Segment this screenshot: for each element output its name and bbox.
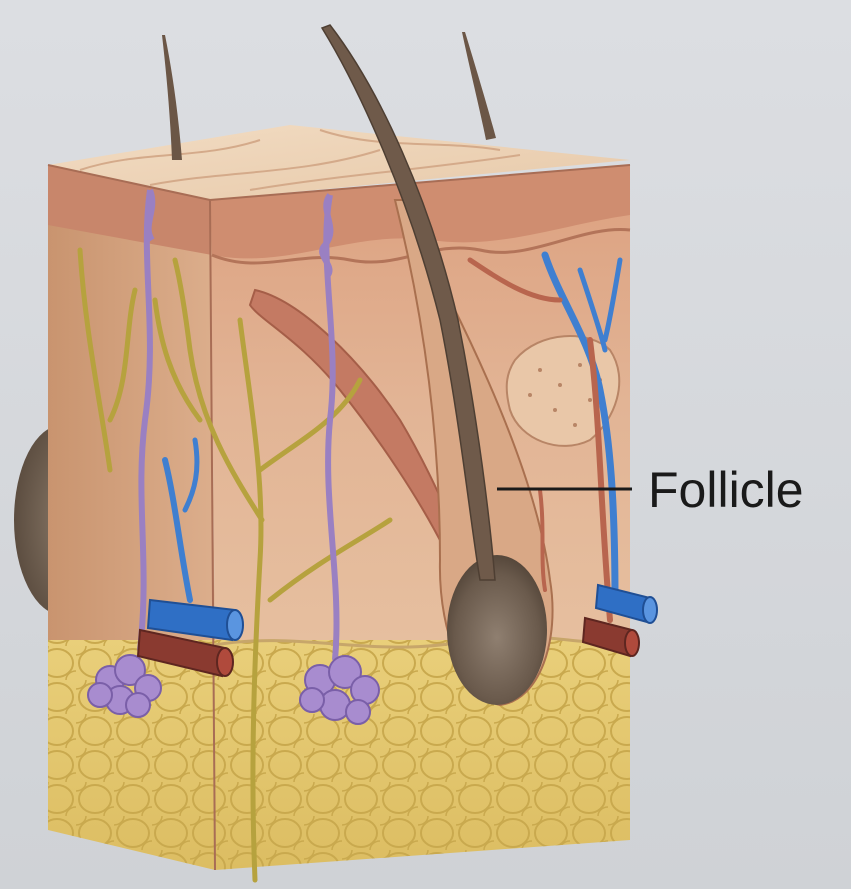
block-left-face [48, 165, 215, 870]
follicle-label: Follicle [648, 462, 804, 518]
follicle-bulb [447, 555, 547, 705]
